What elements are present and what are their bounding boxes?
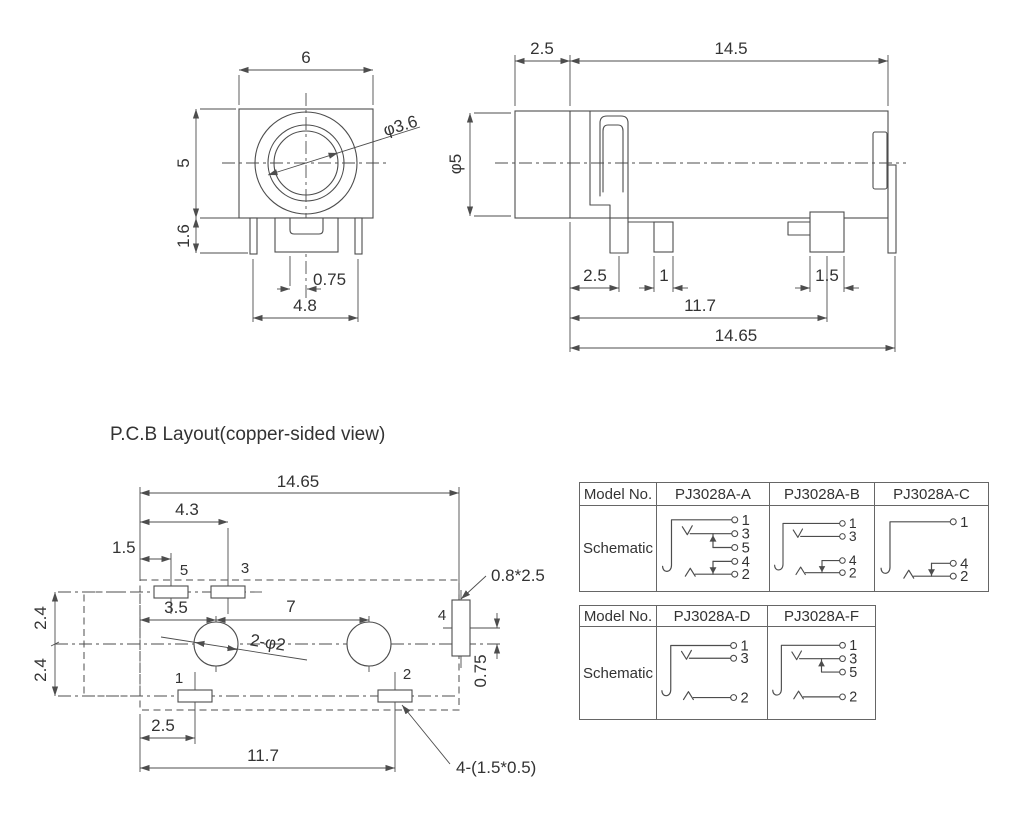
schematic-cell-f: 1 3 5 2 [768, 627, 875, 719]
dim-pcb-hole1-offset: 3.5 [164, 598, 188, 617]
model-header-pj3028a-f: PJ3028A-F [768, 606, 875, 627]
pin-label: 5 [742, 540, 750, 556]
pin-label: 2 [740, 690, 748, 706]
schematic-pj3028a-f: 1 3 5 2 [772, 638, 857, 706]
pin-label: 2 [960, 569, 968, 585]
dim-front-width: 6 [301, 48, 310, 67]
model-header-pj3028a-c: PJ3028A-C [875, 483, 988, 506]
dim-side-body-diameter: φ5 [446, 154, 465, 174]
schematic-cell-d: 1 3 2 [657, 627, 768, 719]
front-left-pin [249, 217, 258, 255]
schematic-cell-a: 1 3 5 4 2 [657, 506, 770, 591]
model-header-pj3028a-d: PJ3028A-D [657, 606, 768, 627]
dim-side-body-length: 14.5 [714, 39, 747, 58]
dim-pcb-pad5-offset: 1.5 [112, 538, 136, 557]
side-pin-2 [653, 221, 674, 253]
pin-label: 5 [849, 665, 857, 681]
pin-label: 3 [849, 528, 857, 544]
side-rear-plate [887, 164, 897, 254]
pin-label: 1 [960, 515, 968, 531]
front-right-pin [354, 217, 363, 255]
schematic-row-label-2: Schematic [580, 627, 657, 719]
dim-side-pin-span: 11.7 [684, 296, 716, 315]
label-pcb-holes: 2-φ2 [249, 630, 287, 654]
model-no-header-1: Model No. [580, 483, 657, 506]
dim-pcb-side-pad-offset: 0.75 [471, 654, 490, 687]
pin-label: 2 [849, 564, 857, 580]
dim-pcb-pad3-offset: 4.3 [175, 500, 199, 519]
dim-side-pin2-width: 1 [659, 266, 668, 285]
dim-pcb-pad-pitch: 11.7 [247, 746, 279, 765]
side-rear-tab [872, 131, 888, 190]
side-spring-slot [599, 115, 629, 219]
dim-front-height: 5 [174, 158, 193, 167]
dim-front-pin-length: 1.6 [174, 224, 193, 248]
dim-side-bushing-length: 2.5 [530, 39, 554, 58]
dim-pcb-hole-pitch: 7 [286, 597, 295, 616]
pad-number-2: 2 [403, 666, 411, 683]
pin-label: 1 [740, 638, 748, 654]
schematic-pj3028a-b: 1 3 4 2 [774, 515, 857, 580]
schematic-cell-c: 1 4 2 [875, 506, 988, 591]
side-pin-1 [589, 204, 629, 254]
pcb-pad-4 [451, 599, 471, 657]
pcb-pad-1 [177, 689, 213, 703]
label-pcb-side-pad: 0.8*2.5 [491, 566, 545, 585]
pin-label: 1 [849, 638, 857, 654]
side-view: 2.5 14.5 φ5 2.5 1 1.5 11.7 14.65 [446, 39, 906, 352]
schematic-pj3028a-d: 1 3 2 [661, 638, 749, 706]
dim-pcb-upper-half: 2.4 [31, 606, 50, 630]
model-table-2: Model No. PJ3028A-D PJ3028A-F Schematic … [579, 605, 876, 720]
pcb-title: P.C.B Layout(copper-sided view) [110, 424, 385, 445]
model-header-pj3028a-a: PJ3028A-A [657, 483, 770, 506]
pin-label: 3 [740, 651, 748, 667]
model-header-pj3028a-b: PJ3028A-B [770, 483, 875, 506]
dim-front-pin-span: 4.8 [293, 296, 317, 315]
pin-label: 4 [960, 556, 968, 572]
pad-number-3: 3 [241, 560, 249, 577]
dim-side-pin3-width: 1.5 [815, 266, 839, 285]
front-center-pin-block [274, 217, 339, 253]
pin-label: 2 [742, 567, 750, 583]
schematic-row-label-1: Schematic [580, 506, 657, 591]
pin-label: 3 [849, 651, 857, 667]
dim-pcb-lower-half: 2.4 [31, 658, 50, 682]
pad-number-5: 5 [180, 562, 188, 579]
dim-side-total-length: 14.65 [715, 326, 758, 345]
dim-pcb-pad1-offset: 2.5 [151, 716, 175, 735]
model-table-1: Model No. PJ3028A-A PJ3028A-B PJ3028A-C … [579, 482, 989, 592]
dim-front-jack-diameter: φ3.6 [381, 112, 420, 140]
pin-label: 3 [742, 527, 750, 543]
pcb-pad-3 [210, 585, 246, 599]
front-view: 6 5 1.6 φ3.6 0.75 4.8 [174, 48, 421, 322]
model-no-header-2: Model No. [580, 606, 657, 627]
pin-label: 4 [742, 554, 750, 570]
dim-pcb-total-width: 14.65 [277, 472, 320, 491]
pcb-pad-5 [153, 585, 189, 599]
pcb-layout-view: P.C.B Layout(copper-sided view) 5 3 1 2 … [31, 424, 545, 777]
pcb-pad-2 [377, 689, 413, 703]
pad-number-1: 1 [175, 670, 183, 687]
schematic-pj3028a-c: 1 4 2 [880, 515, 968, 585]
schematic-pj3028a-a: 1 3 5 4 2 [662, 513, 750, 583]
schematic-cell-b: 1 3 4 2 [770, 506, 875, 591]
label-pcb-pads: 4-(1.5*0.5) [456, 758, 536, 777]
side-pin-3 [809, 211, 845, 253]
dim-side-pin1-offset: 2.5 [583, 266, 607, 285]
pad-number-4: 4 [438, 607, 446, 624]
dim-front-pin-offset: 0.75 [313, 270, 346, 289]
pcb-hole-2 [346, 621, 392, 667]
pin-label: 1 [742, 513, 750, 529]
pin-label: 2 [849, 690, 857, 706]
pcb-hole-1 [193, 621, 239, 667]
pin-label: 1 [849, 515, 857, 531]
pin-label: 4 [849, 552, 857, 568]
